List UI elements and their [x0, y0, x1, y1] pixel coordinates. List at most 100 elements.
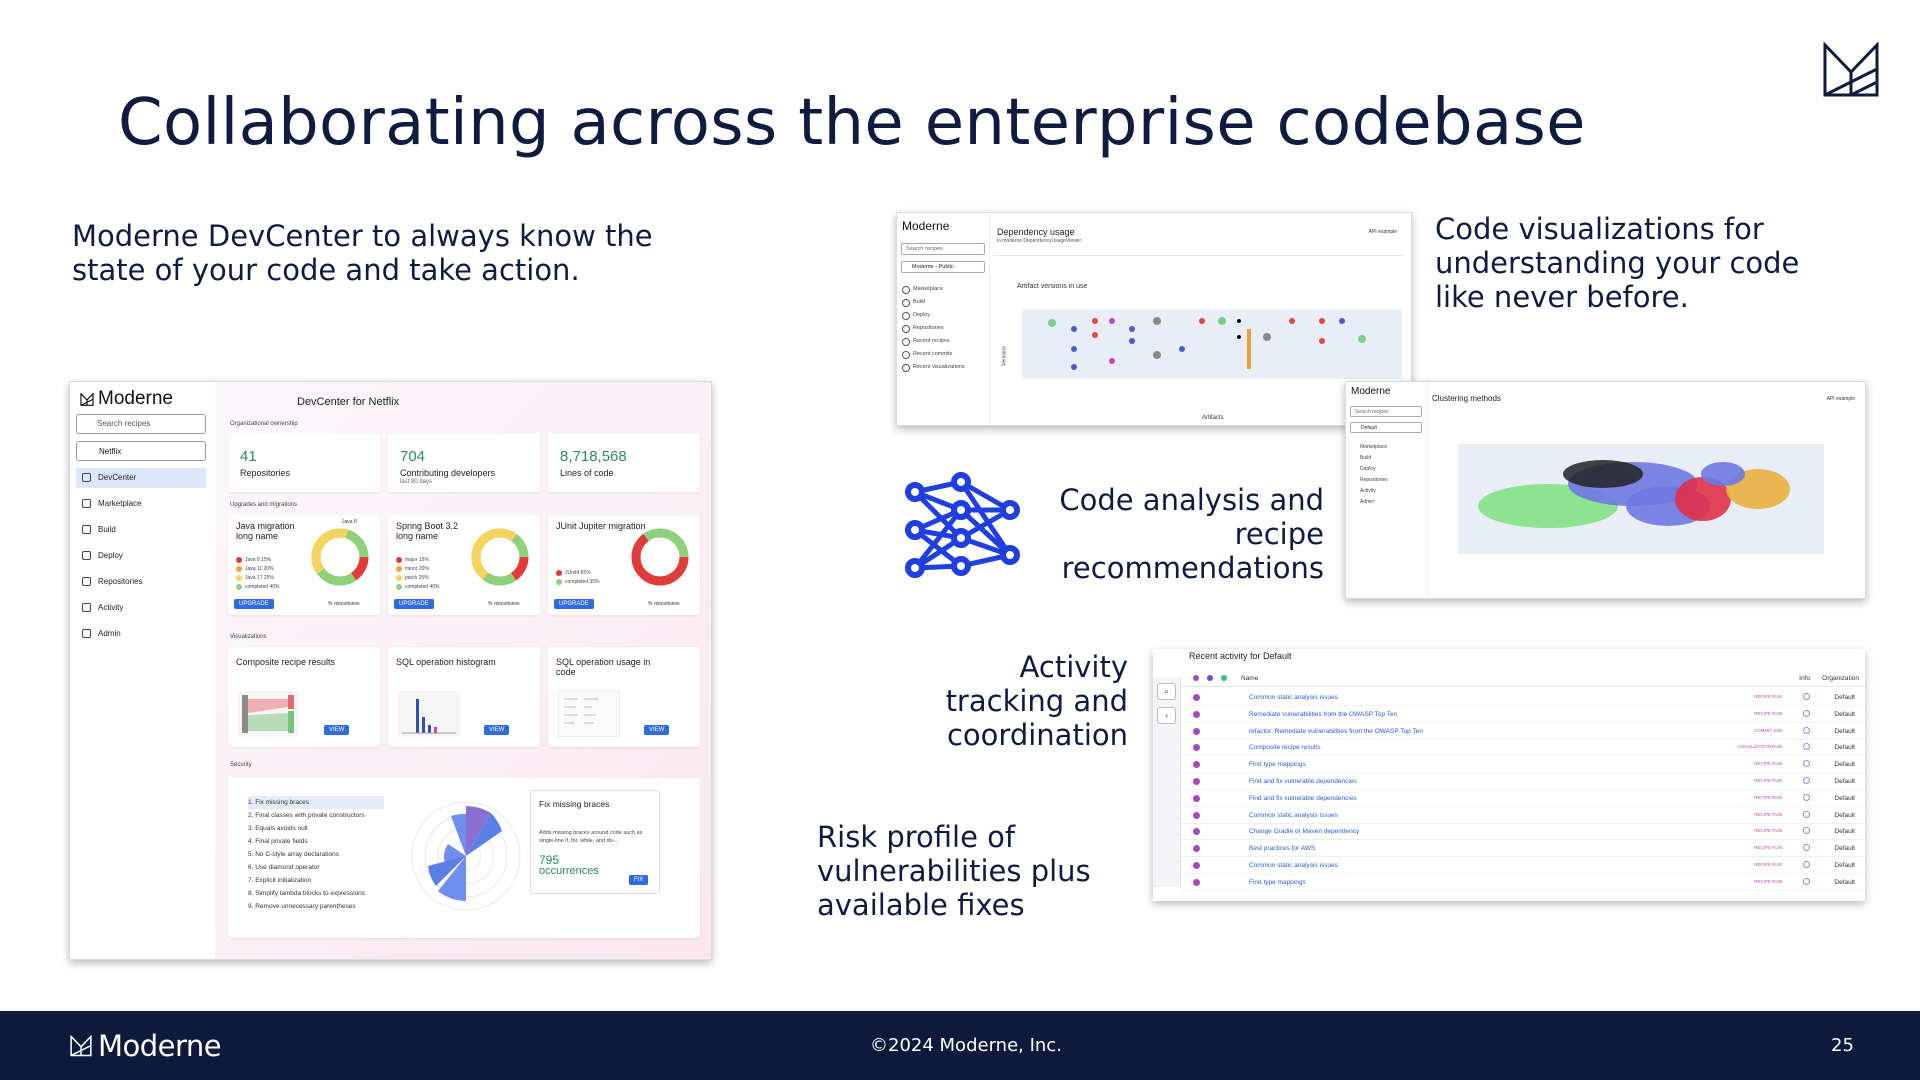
search-icon[interactable]: ⌕: [1157, 683, 1176, 700]
nav-activity[interactable]: Activity: [76, 598, 206, 618]
api-example-link[interactable]: API example: [1368, 229, 1397, 235]
security-item[interactable]: 3. Equals avoids null: [248, 825, 308, 832]
activity-name[interactable]: Common static analysis issues: [1249, 694, 1338, 701]
nav-repositories[interactable]: Repositories: [76, 572, 206, 592]
activity-type-badge: RECIPE RUN: [1754, 694, 1782, 699]
pct-label: % repositories: [328, 601, 360, 607]
dependency-sidebar: Moderne Search recipes Moderne - Public …: [897, 213, 990, 425]
security-item[interactable]: 4. Final private fields: [248, 838, 308, 845]
info-icon[interactable]: [1803, 709, 1810, 717]
nav-item[interactable]: Marketplace: [1360, 444, 1388, 450]
security-item[interactable]: 7. Explicit initialization: [248, 877, 312, 884]
nav-item[interactable]: Build: [1360, 455, 1372, 461]
pct-label: % repositories: [648, 601, 680, 607]
security-item[interactable]: 1. Fix missing braces: [248, 796, 384, 809]
search-input[interactable]: Search recipes: [901, 243, 985, 255]
nav-item[interactable]: Activity: [1360, 488, 1376, 494]
legend-label: completed 40%: [245, 584, 280, 590]
activity-name[interactable]: Best practices for AWS: [1249, 845, 1316, 853]
devcenter-icon: [82, 473, 91, 482]
devcenter-screenshot: Moderne Search recipes Netflix DevCenter…: [69, 381, 712, 960]
activity-name[interactable]: Remediate vulnerabilities from the OWASP…: [1249, 710, 1398, 718]
info-icon[interactable]: [1803, 810, 1810, 818]
info-icon[interactable]: [1803, 793, 1810, 801]
fix-description: Adds missing braces around code such as …: [539, 830, 643, 844]
activity-name[interactable]: Find type mappings: [1249, 878, 1306, 886]
nav-build[interactable]: Build: [76, 520, 206, 540]
security-item[interactable]: 8. Simplify lambda blocks to expressions: [248, 890, 366, 897]
info-icon[interactable]: [1803, 726, 1810, 734]
activity-name[interactable]: Find type mappings: [1249, 761, 1306, 769]
java-tag: Java 8: [342, 519, 357, 525]
activity-name[interactable]: Find and fix vulnerable dependencies: [1249, 778, 1357, 785]
view-button[interactable]: VIEW: [484, 725, 510, 735]
nav-item[interactable]: Build: [902, 299, 925, 307]
nav-item[interactable]: Repositories: [1360, 477, 1388, 483]
upgrade-button[interactable]: UPGRADE: [394, 599, 434, 609]
nav-admin[interactable]: Admin: [76, 624, 206, 644]
security-item[interactable]: 2. Final classes with private constructo…: [248, 812, 365, 819]
search-input[interactable]: Search recipes: [76, 414, 206, 434]
info-icon[interactable]: [1803, 777, 1810, 784]
fix-button[interactable]: FIX: [629, 875, 649, 885]
legend-item: Java 11 20%: [236, 566, 274, 572]
security-list: 1. Fix missing braces 2. Final classes w…: [248, 796, 384, 913]
info-icon[interactable]: [1803, 861, 1810, 868]
org-selector[interactable]: Netflix: [76, 441, 206, 461]
migration-title: JUnit Jupiter migration: [556, 521, 646, 531]
api-example-link[interactable]: API example: [1826, 396, 1855, 402]
nav-item[interactable]: Recent commits: [902, 351, 952, 359]
info-icon[interactable]: [1803, 844, 1810, 852]
info-icon[interactable]: [1803, 827, 1810, 835]
clustering-screenshot: Moderne Search recipes Default Marketpla…: [1345, 381, 1866, 599]
activity-name[interactable]: Change Gradle or Maven dependency: [1249, 828, 1360, 836]
security-item[interactable]: 9. Remove unnecessary parentheses: [248, 903, 356, 910]
nav-item[interactable]: Deploy: [1360, 466, 1376, 472]
activity-dot-icon: [1193, 845, 1200, 853]
upgrade-button[interactable]: UPGRADE: [554, 599, 594, 609]
info-icon[interactable]: [1803, 693, 1810, 700]
activity-name[interactable]: Composite recipe results: [1249, 744, 1321, 752]
table-row[interactable]: refactor: Remediate vulnerabilities from…: [1181, 723, 1865, 740]
activity-organization: Default: [1834, 761, 1855, 769]
view-button[interactable]: VIEW: [324, 725, 350, 735]
activity-name[interactable]: refactor: Remediate vulnerabilities from…: [1249, 727, 1423, 735]
view-button[interactable]: VIEW: [644, 725, 670, 735]
activity-name[interactable]: Common static analysis issues: [1249, 862, 1338, 869]
nav-item[interactable]: Admin: [1360, 499, 1375, 505]
security-item[interactable]: 5. No C-style array declarations: [248, 851, 340, 858]
nav-item[interactable]: Recent visualizations: [902, 364, 965, 372]
info-icon[interactable]: [1803, 743, 1810, 751]
org-selector[interactable]: Default: [1350, 422, 1422, 433]
nav-item[interactable]: Repositories: [902, 325, 944, 333]
nav-marketplace[interactable]: Marketplace: [76, 494, 206, 514]
nav-item[interactable]: Recent recipes: [902, 338, 950, 346]
nav-item[interactable]: Deploy: [902, 312, 930, 320]
nav-deploy[interactable]: Deploy: [76, 546, 206, 566]
activity-name[interactable]: Find and fix vulnerable dependencies: [1249, 794, 1357, 802]
nav-item[interactable]: Marketplace: [902, 286, 943, 294]
org-selector[interactable]: Moderne - Public: [901, 261, 985, 273]
upgrade-button[interactable]: UPGRADE: [234, 599, 274, 609]
chevron-right-icon[interactable]: ›: [1157, 707, 1176, 724]
fix-detail-card: Fix missing braces Adds missing braces a…: [530, 790, 660, 894]
info-icon[interactable]: [1803, 760, 1810, 768]
search-input[interactable]: Search recipes: [1350, 406, 1422, 417]
security-item[interactable]: 6. Use diamond operator: [248, 864, 320, 871]
activity-dot-icon: [1193, 710, 1200, 718]
activity-name[interactable]: Common static analysis issues: [1249, 811, 1338, 819]
table-row[interactable]: Remediate vulnerabilities from the OWASP…: [1181, 706, 1865, 723]
activity-dot-icon: [1193, 778, 1200, 785]
info-icon[interactable]: [1803, 877, 1810, 885]
nav-devcenter[interactable]: DevCenter: [76, 468, 206, 488]
